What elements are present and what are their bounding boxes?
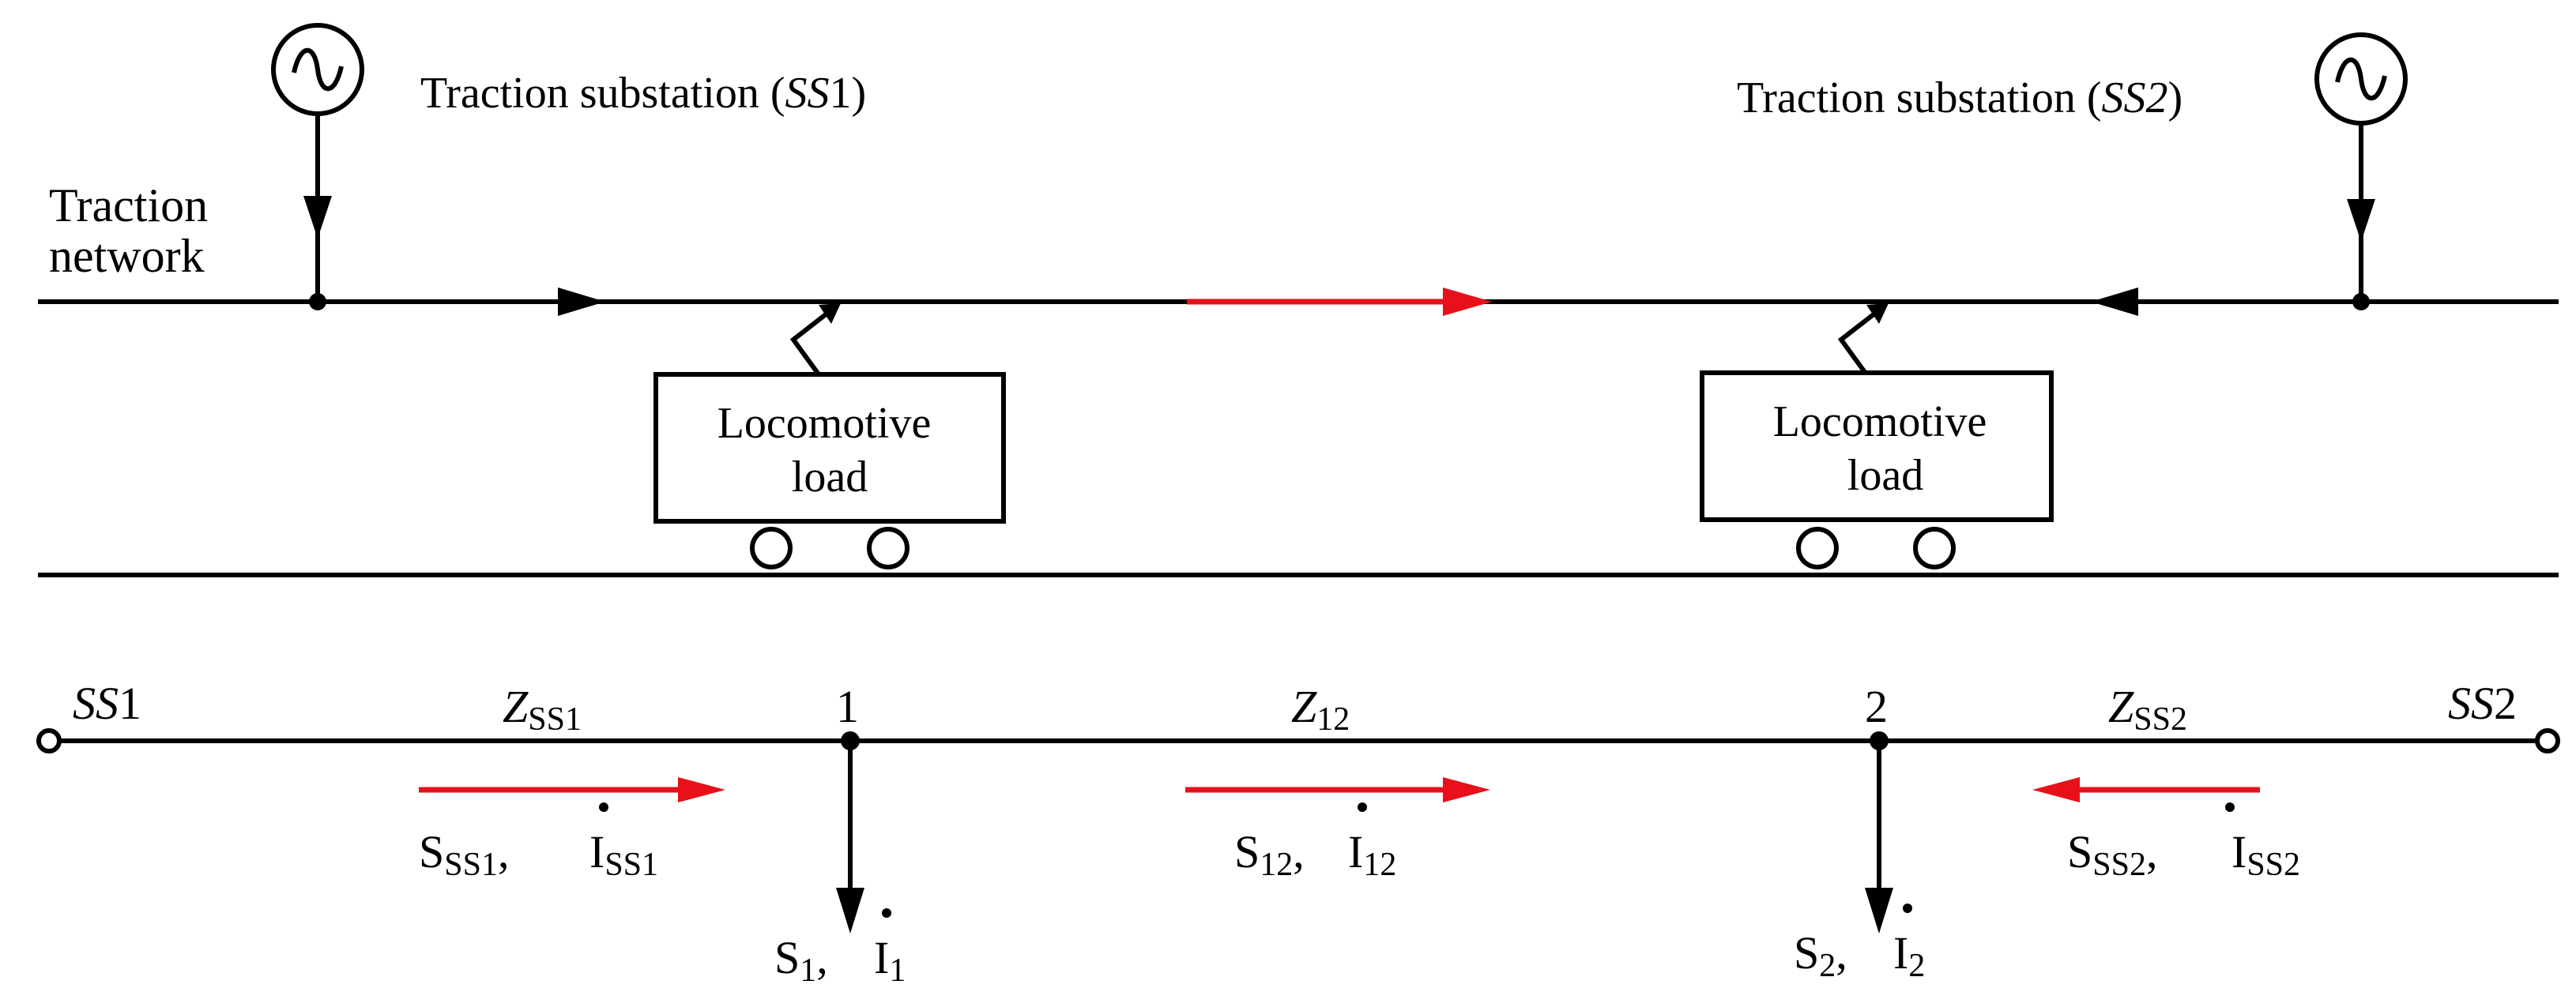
svg-text:SSS2,: SSS2, [2067, 826, 2157, 883]
locomotive-body [653, 372, 1006, 524]
node-1-label: 1 [836, 681, 859, 732]
substation-1-label: Traction substation (SS1) [420, 69, 866, 118]
ac-source-icon [2314, 32, 2408, 126]
pantograph-icon [1837, 303, 1889, 376]
load-label-2: S2, I2 [1794, 904, 1925, 984]
locomotive-1: Locomotive load [653, 303, 1006, 569]
locomotive-label: Locomotive load [1773, 397, 1998, 500]
svg-text:I2: I2 [1893, 927, 1925, 984]
svg-text:SSS1,: SSS1, [419, 826, 509, 883]
feeder-arrow-ss1 [303, 196, 332, 239]
svg-text:ISS2: ISS2 [2231, 826, 2300, 883]
wheel-icon [1913, 527, 1956, 569]
catenary-arrow-ss2 [2091, 287, 2138, 316]
ac-source-icon [271, 23, 364, 116]
load-arrow-2 [1865, 888, 1893, 934]
terminal-icon [36, 728, 62, 753]
svg-text:S2,: S2, [1794, 927, 1847, 984]
wheel-icon [1796, 527, 1839, 569]
load-arrow-1 [836, 888, 864, 934]
impedance-zss2-label: ZSS2 [2108, 681, 2187, 738]
terminal-icon [2535, 728, 2560, 753]
catenary-power-flow-arrow [1443, 287, 1492, 316]
svg-text:S12,: S12, [1234, 826, 1305, 883]
svg-text:ISS1: ISS1 [589, 826, 658, 883]
load-label-1: S1, I1 [774, 908, 906, 989]
impedance-zss1-label: ZSS1 [503, 681, 582, 738]
substation-2-label: Traction substation (SS2) [1737, 73, 2182, 122]
flow-arrowhead-ss1 [678, 777, 725, 802]
locomotive-label: Locomotive load [717, 399, 943, 502]
flow-label-12: S12, I12 [1234, 802, 1396, 883]
svg-text:I12: I12 [1348, 826, 1396, 883]
flow-label-ss2: SSS2, ISS2 [2067, 802, 2300, 883]
flow-arrowhead-ss2 [2032, 777, 2080, 802]
locomotive-2: Locomotive load [1700, 303, 2054, 569]
locomotive-body [1700, 370, 2054, 522]
feeder-arrow-ss2 [2347, 199, 2375, 242]
pantograph-icon [789, 303, 841, 376]
terminal-ss1-label: SS1 [73, 678, 141, 729]
terminal-ss2-label: SS2 [2448, 678, 2517, 729]
svg-text:S1,: S1, [774, 932, 828, 989]
traction-network-label: Traction network [49, 179, 220, 282]
flow-arrowhead-12 [1443, 777, 1490, 802]
catenary-arrow-ss1 [558, 287, 605, 316]
wheel-icon [750, 527, 793, 569]
svg-text:I1: I1 [874, 932, 906, 989]
catenary-node-ss1 [309, 293, 326, 310]
impedance-z12-label: Z12 [1291, 681, 1350, 738]
flow-label-ss1: SSS1, ISS1 [419, 802, 658, 883]
node-2-label: 2 [1865, 681, 1888, 732]
wheel-icon [867, 527, 910, 569]
catenary-node-ss2 [2352, 293, 2370, 310]
